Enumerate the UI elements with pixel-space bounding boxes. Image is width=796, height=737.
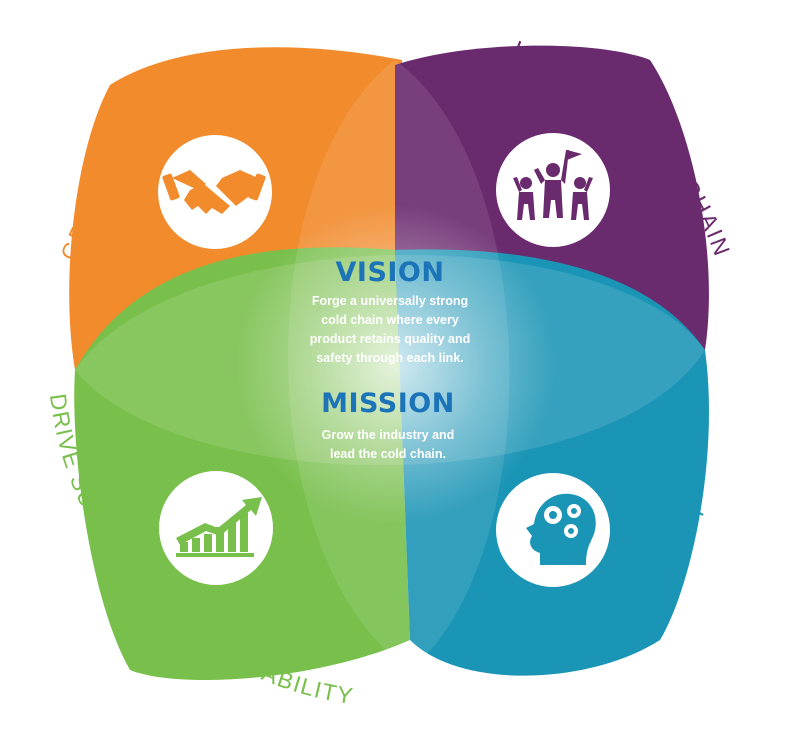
head-gears-icon: [526, 493, 596, 565]
team-flag-icon: [513, 150, 593, 220]
mission-title: MISSION: [321, 388, 455, 419]
mission-statement: Grow the industry and lead the cold chai…: [288, 426, 488, 464]
mission-line: Grow the industry and: [321, 428, 455, 442]
team-flag-badge: [496, 133, 610, 247]
handshake-icon: [162, 170, 266, 214]
growth-chart-badge: [159, 471, 273, 585]
head-gears-badge: [496, 473, 610, 587]
vision-line: safety through each link.: [316, 351, 464, 365]
vision-statement: Forge a universally strong cold chain wh…: [270, 292, 510, 368]
vision-line: cold chain where every: [321, 313, 459, 327]
handshake-badge: [158, 135, 272, 249]
vision-line: Forge a universally strong: [311, 294, 469, 308]
vision-line: product retains quality and: [309, 332, 471, 346]
vision-title: VISION: [335, 257, 445, 288]
growth-chart-icon: [176, 497, 262, 557]
mission-line: lead the cold chain.: [330, 447, 446, 461]
center-glow: [230, 200, 560, 530]
